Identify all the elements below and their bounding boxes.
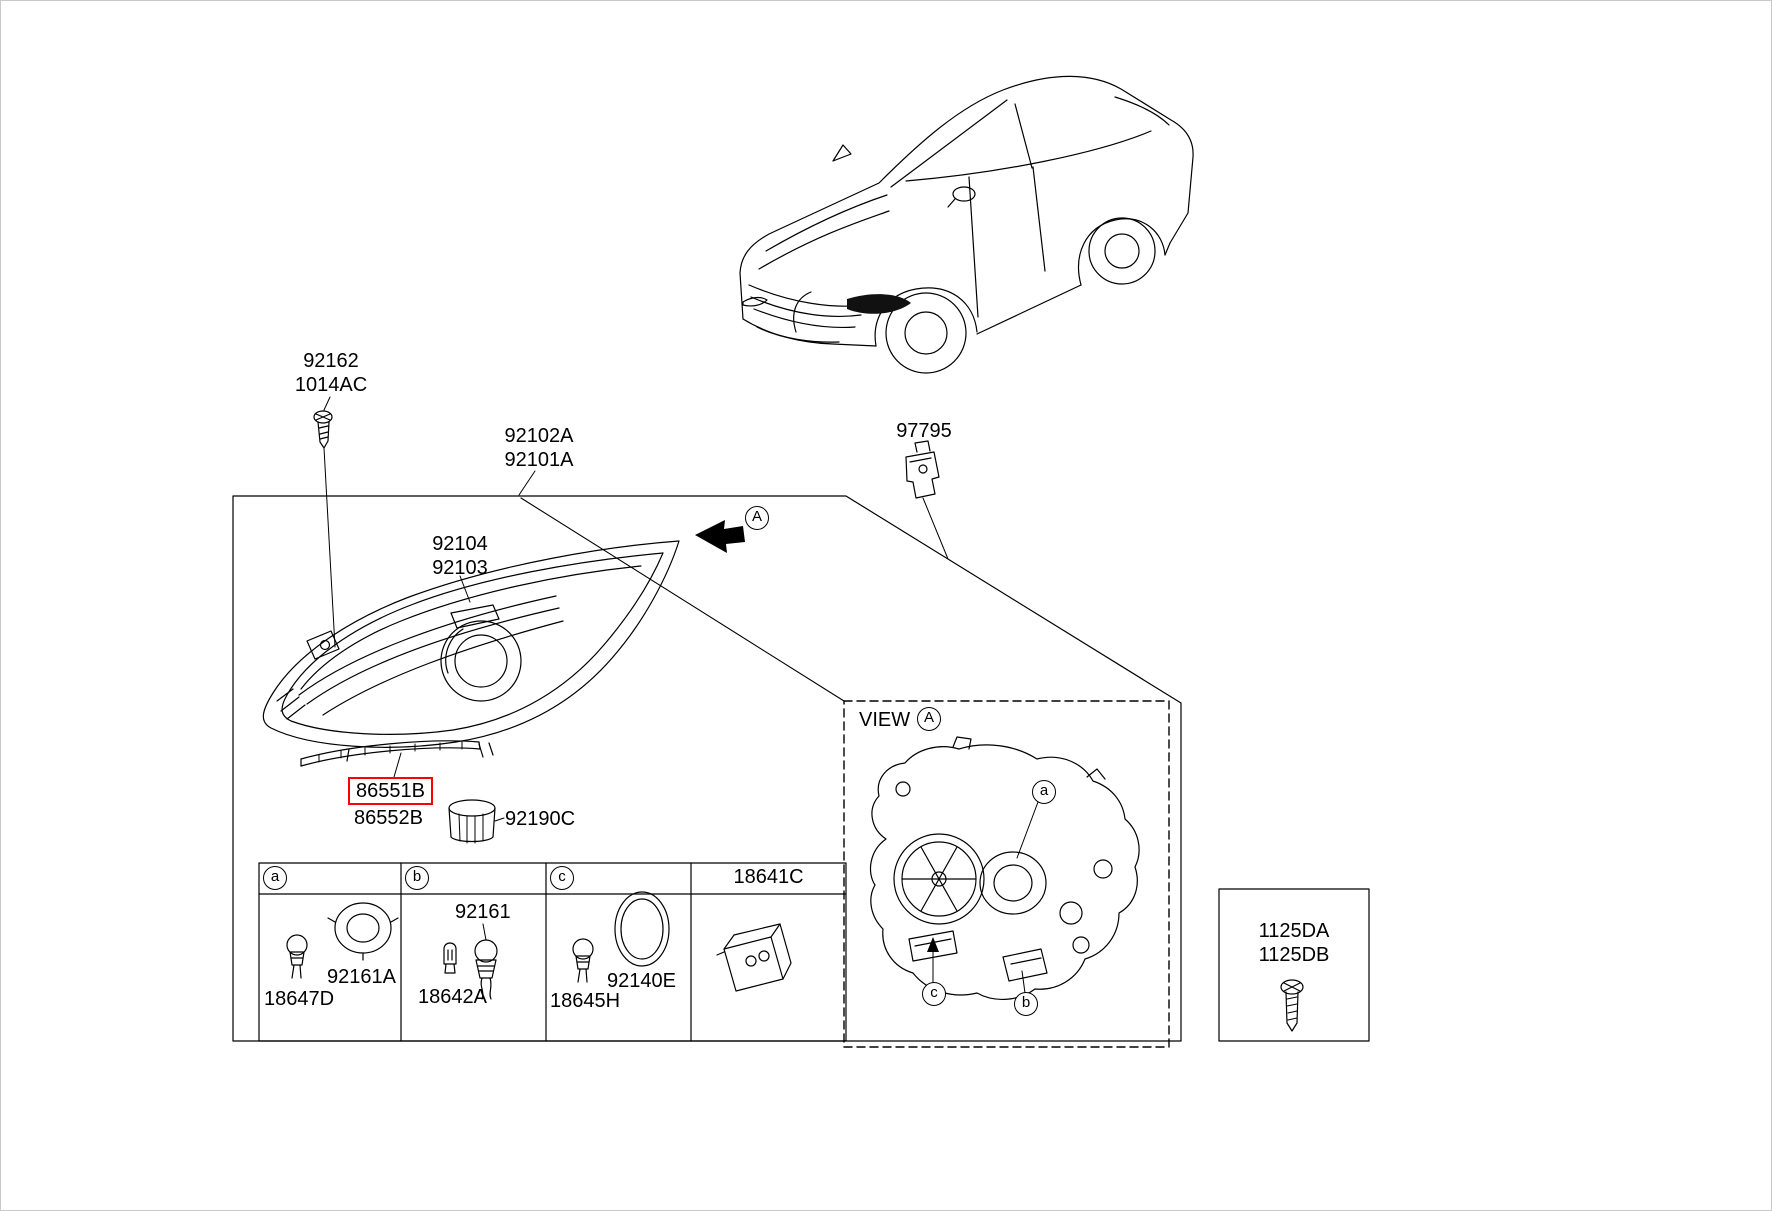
trim-strip-drawing — [300, 740, 481, 767]
view-marker-b: b — [1014, 992, 1038, 1016]
main-enclosure-outline — [232, 495, 1182, 1042]
label-18647D[interactable]: 18647D — [264, 988, 335, 1010]
view-title: VIEW — [859, 709, 911, 731]
view-marker-c: c — [922, 982, 946, 1006]
headlamp-assembly-drawing — [262, 540, 680, 762]
label-86551B-highlighted[interactable]: 86551B — [348, 777, 433, 805]
label-92140E[interactable]: 92140E — [607, 970, 676, 992]
parts-table-grid — [258, 862, 847, 1042]
view-detail-drawing — [869, 736, 1140, 1000]
view-detail-box — [843, 700, 1170, 1048]
bulb-18642A-drawing — [443, 942, 457, 974]
screw-92162-drawing — [313, 396, 336, 648]
table-header-c: c — [550, 866, 574, 890]
dust-cap-drawing — [448, 799, 496, 844]
arrow-marker-A: A — [745, 506, 769, 530]
label-92190C[interactable]: 92190C — [505, 808, 576, 830]
label-18645H[interactable]: 18645H — [550, 990, 621, 1012]
view-direction-arrow — [695, 520, 745, 553]
ring-92140E-drawing — [614, 891, 670, 967]
table-header-b: b — [405, 866, 429, 890]
label-92162[interactable]: 92162 1014AC — [294, 350, 368, 396]
sensor-97795-drawing — [905, 440, 940, 499]
highlight-box: 86551B — [348, 777, 433, 805]
view-marker-a: a — [1032, 780, 1056, 804]
label-1125DA[interactable]: 1125DA 1125DB — [1258, 920, 1330, 966]
fastener-box-drawing — [1218, 888, 1370, 1042]
bulb-18647D-drawing — [286, 934, 308, 979]
label-92104[interactable]: 92104 92103 — [432, 533, 488, 579]
socket-92161-drawing — [474, 939, 498, 1000]
table-header-a: a — [263, 866, 287, 890]
label-97795[interactable]: 97795 — [896, 420, 952, 442]
retainer-92161A-drawing — [327, 902, 399, 961]
view-title-marker-A: A — [917, 707, 941, 731]
label-92161A[interactable]: 92161A — [327, 966, 396, 988]
leader-lines — [393, 470, 949, 941]
bulb-18645H-drawing — [572, 938, 594, 983]
label-86552B[interactable]: 86552B — [354, 807, 423, 829]
table-header-18641C[interactable]: 18641C — [733, 866, 804, 888]
label-92161[interactable]: 92161 — [455, 901, 511, 923]
label-18642A[interactable]: 18642A — [418, 986, 487, 1008]
igniter-18641C-drawing — [716, 923, 792, 992]
label-92102A[interactable]: 92102A 92101A — [504, 425, 574, 471]
car-illustration — [739, 75, 1194, 374]
